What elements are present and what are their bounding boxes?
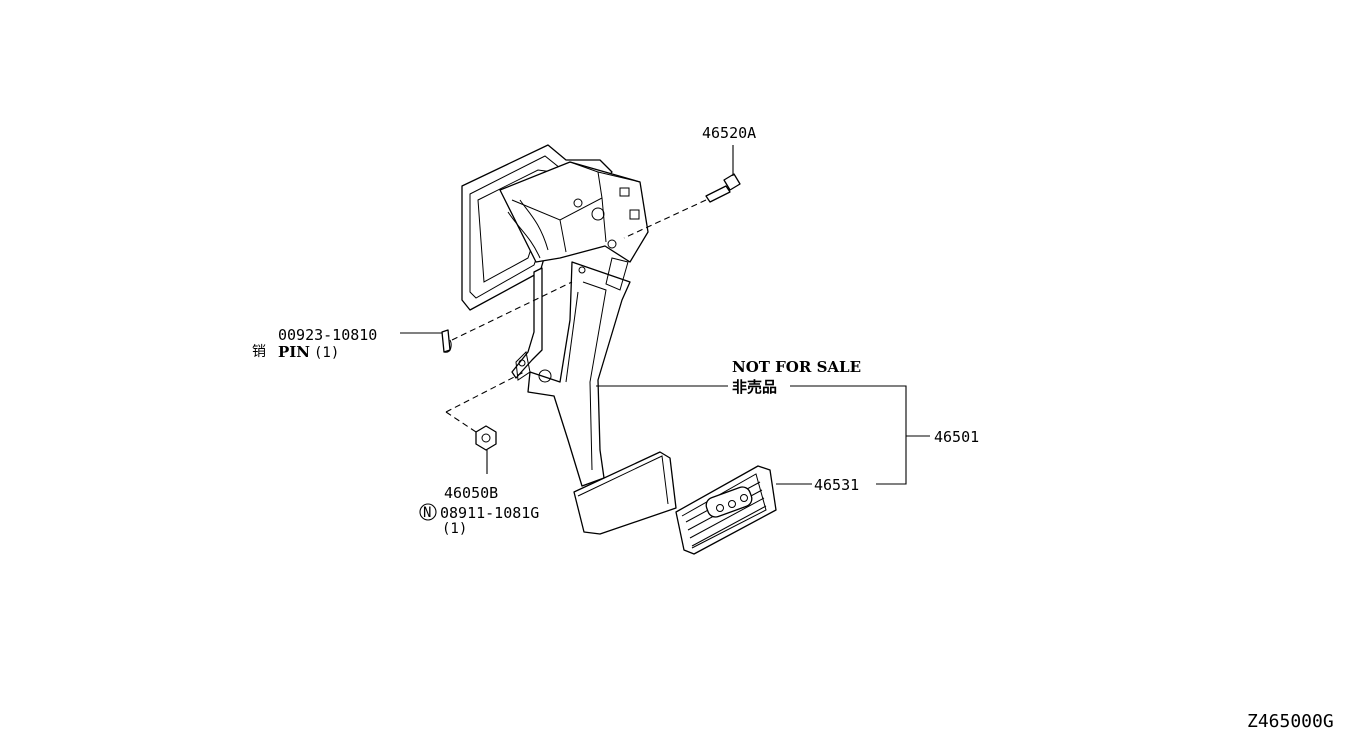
not-for-sale-cjk-label: 非売品 (732, 378, 777, 396)
callout-pin-qty: (1) (314, 345, 339, 361)
callout-pedal-pad: 46531 (814, 476, 859, 494)
diagram-code: Z465000G (1247, 711, 1334, 732)
pedal-bracket (461, 144, 649, 381)
nut-marker-circle (419, 503, 437, 521)
pedal-foot-pad (573, 451, 677, 535)
not-for-sale-label: NOT FOR SALE (732, 358, 861, 376)
callout-nut-ref: 08911-1081G (440, 504, 539, 522)
callout-nut: 46050B (444, 484, 498, 502)
pin-cjk-glyph: 销 (252, 344, 266, 360)
pedal-pad-cover (675, 465, 777, 555)
callout-pin-number: 00923-10810 (278, 326, 377, 344)
bolt (705, 145, 741, 203)
nut-axis-line-b (445, 371, 525, 413)
pin-axis-line (451, 281, 573, 341)
callout-pedal-assy: 46501 (934, 428, 979, 446)
callout-bolt: 46520A (702, 124, 756, 142)
callout-pin-name: PIN (278, 343, 310, 361)
bolt-axis-line (623, 199, 707, 239)
nut-marker-letter: N (423, 505, 431, 521)
pedal-arm (527, 257, 631, 487)
callout-nut-qty: (1) (442, 521, 467, 537)
nut-axis-line-a (445, 411, 477, 433)
nut (475, 425, 497, 451)
clevis-pin (441, 329, 452, 353)
assy-bracket-line (790, 385, 907, 485)
